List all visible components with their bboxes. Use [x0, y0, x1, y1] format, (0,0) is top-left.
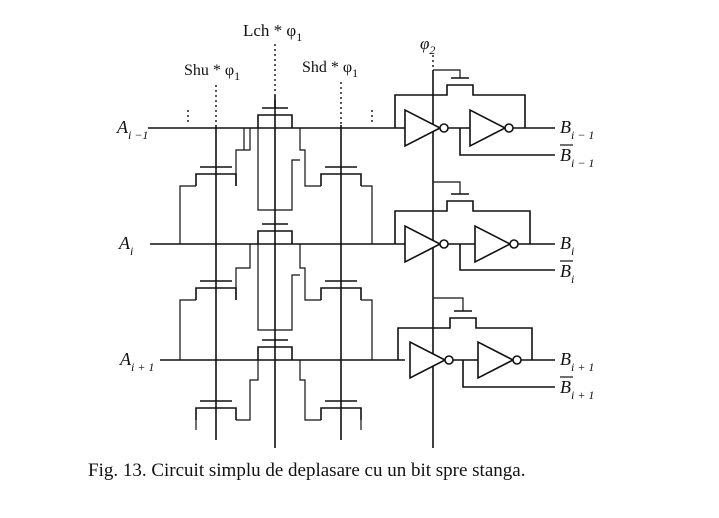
output-label-bbar-i-plus-1: Bi + 1: [560, 376, 594, 402]
lch-transistor-row3: [257, 339, 293, 360]
shd-phi1-label: Shd * φ1: [302, 59, 358, 80]
svg-text:Ai −1: Ai −1: [116, 117, 148, 142]
inverter-stage-1: [394, 69, 555, 156]
control-lines: [187, 44, 434, 448]
inverter-stage-2: [394, 181, 555, 271]
svg-text:Lch * φ1: Lch * φ1: [243, 21, 302, 44]
svg-text:Bi − 1: Bi − 1: [560, 145, 594, 170]
svg-text:Bi + 1: Bi + 1: [560, 377, 594, 402]
shd-transistor-2: [299, 244, 373, 360]
svg-text:Bi: Bi: [560, 261, 574, 286]
figure-caption: Fig. 13. Circuit simplu de deplasare cu …: [88, 460, 526, 481]
svg-text:Bi + 1: Bi + 1: [560, 349, 594, 374]
output-label-bbar-i: Bi: [560, 260, 574, 286]
shd-transistor-1: [299, 128, 373, 244]
lch-transistor-row1: [257, 100, 293, 128]
output-label-b-i-minus-1: Bi − 1: [560, 117, 594, 142]
output-label-b-i: Bi: [560, 233, 574, 258]
shift-circuit-diagram: Lch * φ1 Shu * φ1 Shd * φ1 φ2: [116, 21, 594, 448]
svg-text:Bi: Bi: [560, 233, 574, 258]
input-label-a-i: Ai: [118, 233, 133, 258]
lch-transistor-row2: [257, 223, 293, 244]
phi2-label: φ2: [420, 34, 435, 57]
shu-transistor-3: [195, 360, 259, 430]
shd-transistor-3: [299, 360, 362, 430]
output-label-b-i-plus-1: Bi + 1: [560, 349, 594, 374]
pass-transistors: [179, 100, 373, 430]
input-label-a-i-plus-1: Ai + 1: [119, 349, 154, 374]
shu-transistor-1: [179, 128, 251, 244]
svg-text:Ai: Ai: [118, 233, 133, 258]
svg-text:Ai + 1: Ai + 1: [119, 349, 154, 374]
shu-transistor-2: [179, 244, 251, 360]
row-wiring: [148, 127, 405, 361]
input-label-a-i-minus-1: Ai −1: [116, 117, 148, 142]
svg-text:Bi − 1: Bi − 1: [560, 117, 594, 142]
svg-text:φ2: φ2: [420, 34, 435, 57]
inverter-stage-3: [397, 297, 555, 388]
output-label-bbar-i-minus-1: Bi − 1: [560, 144, 594, 170]
shu-phi1-label: Shu * φ1: [184, 62, 240, 83]
lch-phi1-label: Lch * φ1: [243, 21, 302, 44]
svg-text:Shu * φ1: Shu * φ1: [184, 62, 240, 83]
svg-text:Shd * φ1: Shd * φ1: [302, 59, 358, 80]
